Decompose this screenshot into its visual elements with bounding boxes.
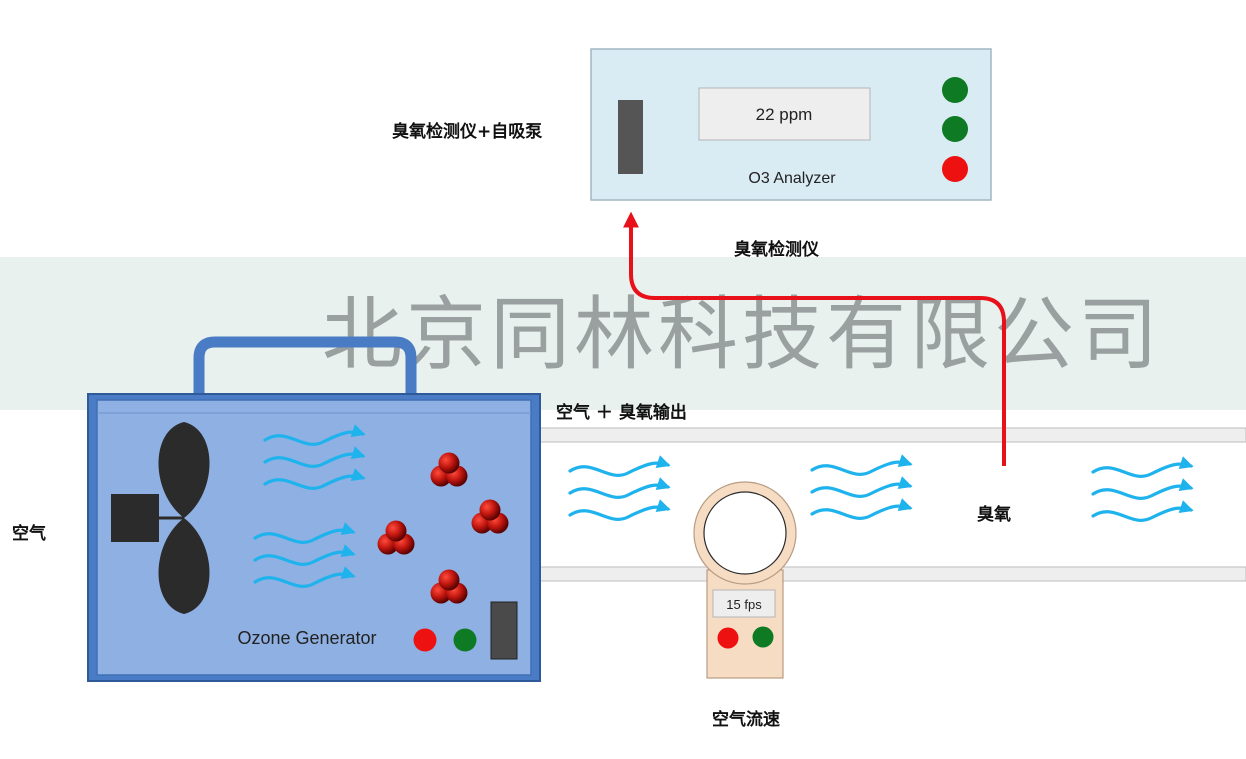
air-flow-arrows	[253, 424, 1194, 588]
label-analyzer-pump: 臭氧检测仪+自吸泵	[392, 122, 543, 142]
air-flow-arrow	[253, 544, 356, 566]
label-airflow: 空气流速	[712, 710, 780, 730]
flow-meter-indicator-light	[717, 627, 739, 649]
air-flow-arrow	[568, 499, 671, 521]
o3-analyzer	[590, 48, 992, 201]
label-air-ozone-out: 空气 ＋ 臭氧输出	[556, 403, 687, 423]
air-flow-arrow	[1091, 456, 1194, 478]
air-duct	[539, 427, 1246, 582]
analyzer-indicator-light	[942, 116, 968, 142]
analyzer-slot	[618, 100, 643, 174]
air-flow-arrow	[263, 424, 366, 446]
label-air-in: 空气	[12, 524, 46, 544]
ozone-molecule-icon	[430, 569, 468, 604]
ozone-molecule-icon	[430, 452, 468, 487]
generator-switch	[490, 601, 518, 660]
flow-meter-indicator-light	[752, 626, 774, 648]
flow-meter	[693, 481, 797, 679]
air-flow-arrow	[1091, 478, 1194, 500]
analyzer-indicator-light	[942, 156, 968, 182]
air-flow-arrow	[810, 454, 913, 476]
air-flow-arrow	[263, 446, 366, 468]
air-flow-arrow	[568, 455, 671, 477]
ozone-molecule-icon	[377, 520, 415, 555]
air-flow-arrow	[810, 476, 913, 498]
label-analyzer-caption: 臭氧检测仪	[734, 240, 819, 260]
analyzer-reading: 22 ppm	[756, 105, 813, 124]
air-flow-arrow	[810, 498, 913, 520]
analyzer-indicator-light	[942, 77, 968, 103]
generator-indicator-light	[413, 628, 437, 652]
air-flow-arrow	[1091, 500, 1194, 522]
background-band	[0, 257, 1246, 410]
ozone-molecules	[377, 452, 509, 604]
analyzer-display	[698, 87, 871, 141]
analyzer-name: O3 Analyzer	[748, 170, 836, 187]
label-ozone: 臭氧	[977, 505, 1011, 525]
watermark-text: 北京同林科技有限公司	[322, 288, 1162, 381]
ozone-molecule-icon	[471, 499, 509, 534]
generator-name: Ozone Generator	[237, 628, 376, 648]
air-flow-arrow	[253, 566, 356, 588]
sample-line-arrow	[623, 211, 1006, 466]
generator-hose	[193, 336, 417, 398]
fan-icon	[111, 422, 210, 614]
flow-meter-display	[712, 589, 776, 618]
flow-meter-reading: 15 fps	[726, 597, 762, 612]
indicator-lights	[413, 77, 968, 652]
generator-indicator-light	[453, 628, 477, 652]
air-flow-arrow	[568, 477, 671, 499]
air-flow-arrow	[253, 522, 356, 544]
air-flow-arrow	[263, 468, 366, 490]
